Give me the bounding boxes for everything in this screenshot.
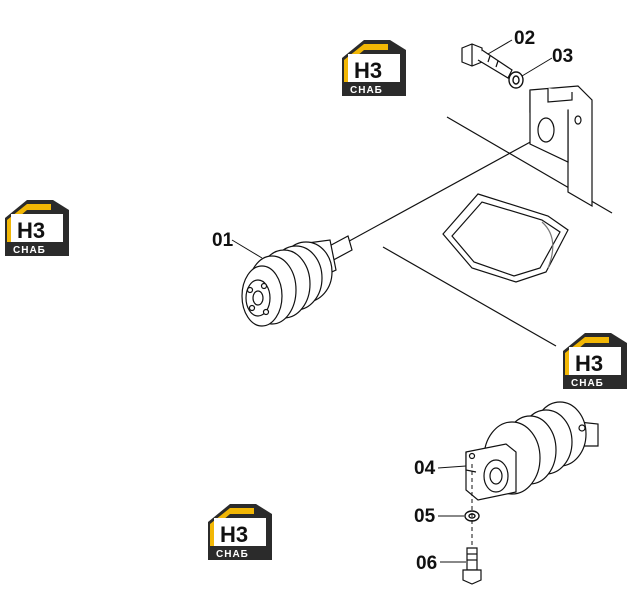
label-01: 01 — [212, 230, 234, 251]
leader-lines — [231, 39, 553, 563]
roller-01 — [241, 235, 353, 327]
svg-text:CHAБ: CHAБ — [13, 245, 46, 256]
label-03: 03 — [552, 46, 573, 67]
label-04: 04 — [414, 458, 436, 479]
roller-assembly-04 — [465, 401, 599, 501]
svg-text:H3: H3 — [17, 218, 45, 243]
watermark-logo: H3 CHAБ — [563, 333, 627, 389]
svg-text:H3: H3 — [575, 351, 603, 376]
svg-text:CHAБ: CHAБ — [350, 85, 383, 96]
watermark-logo: H3 CHAБ — [208, 504, 272, 560]
bolt-02 — [461, 43, 513, 79]
mounting-bracket — [529, 85, 593, 208]
svg-text:H3: H3 — [354, 58, 382, 83]
frame-cutout — [442, 193, 569, 283]
svg-text:CHAБ: CHAБ — [571, 378, 604, 389]
watermark-logo: H3 CHAБ — [5, 200, 69, 256]
bolt-06 — [462, 547, 482, 585]
watermark-logo: H3 CHAБ — [342, 40, 406, 96]
label-06: 06 — [416, 553, 437, 574]
svg-text:CHAБ: CHAБ — [216, 549, 249, 560]
label-05: 05 — [414, 506, 436, 527]
label-02: 02 — [514, 28, 535, 49]
washer-03 — [508, 71, 524, 89]
svg-text:H3: H3 — [220, 522, 248, 547]
